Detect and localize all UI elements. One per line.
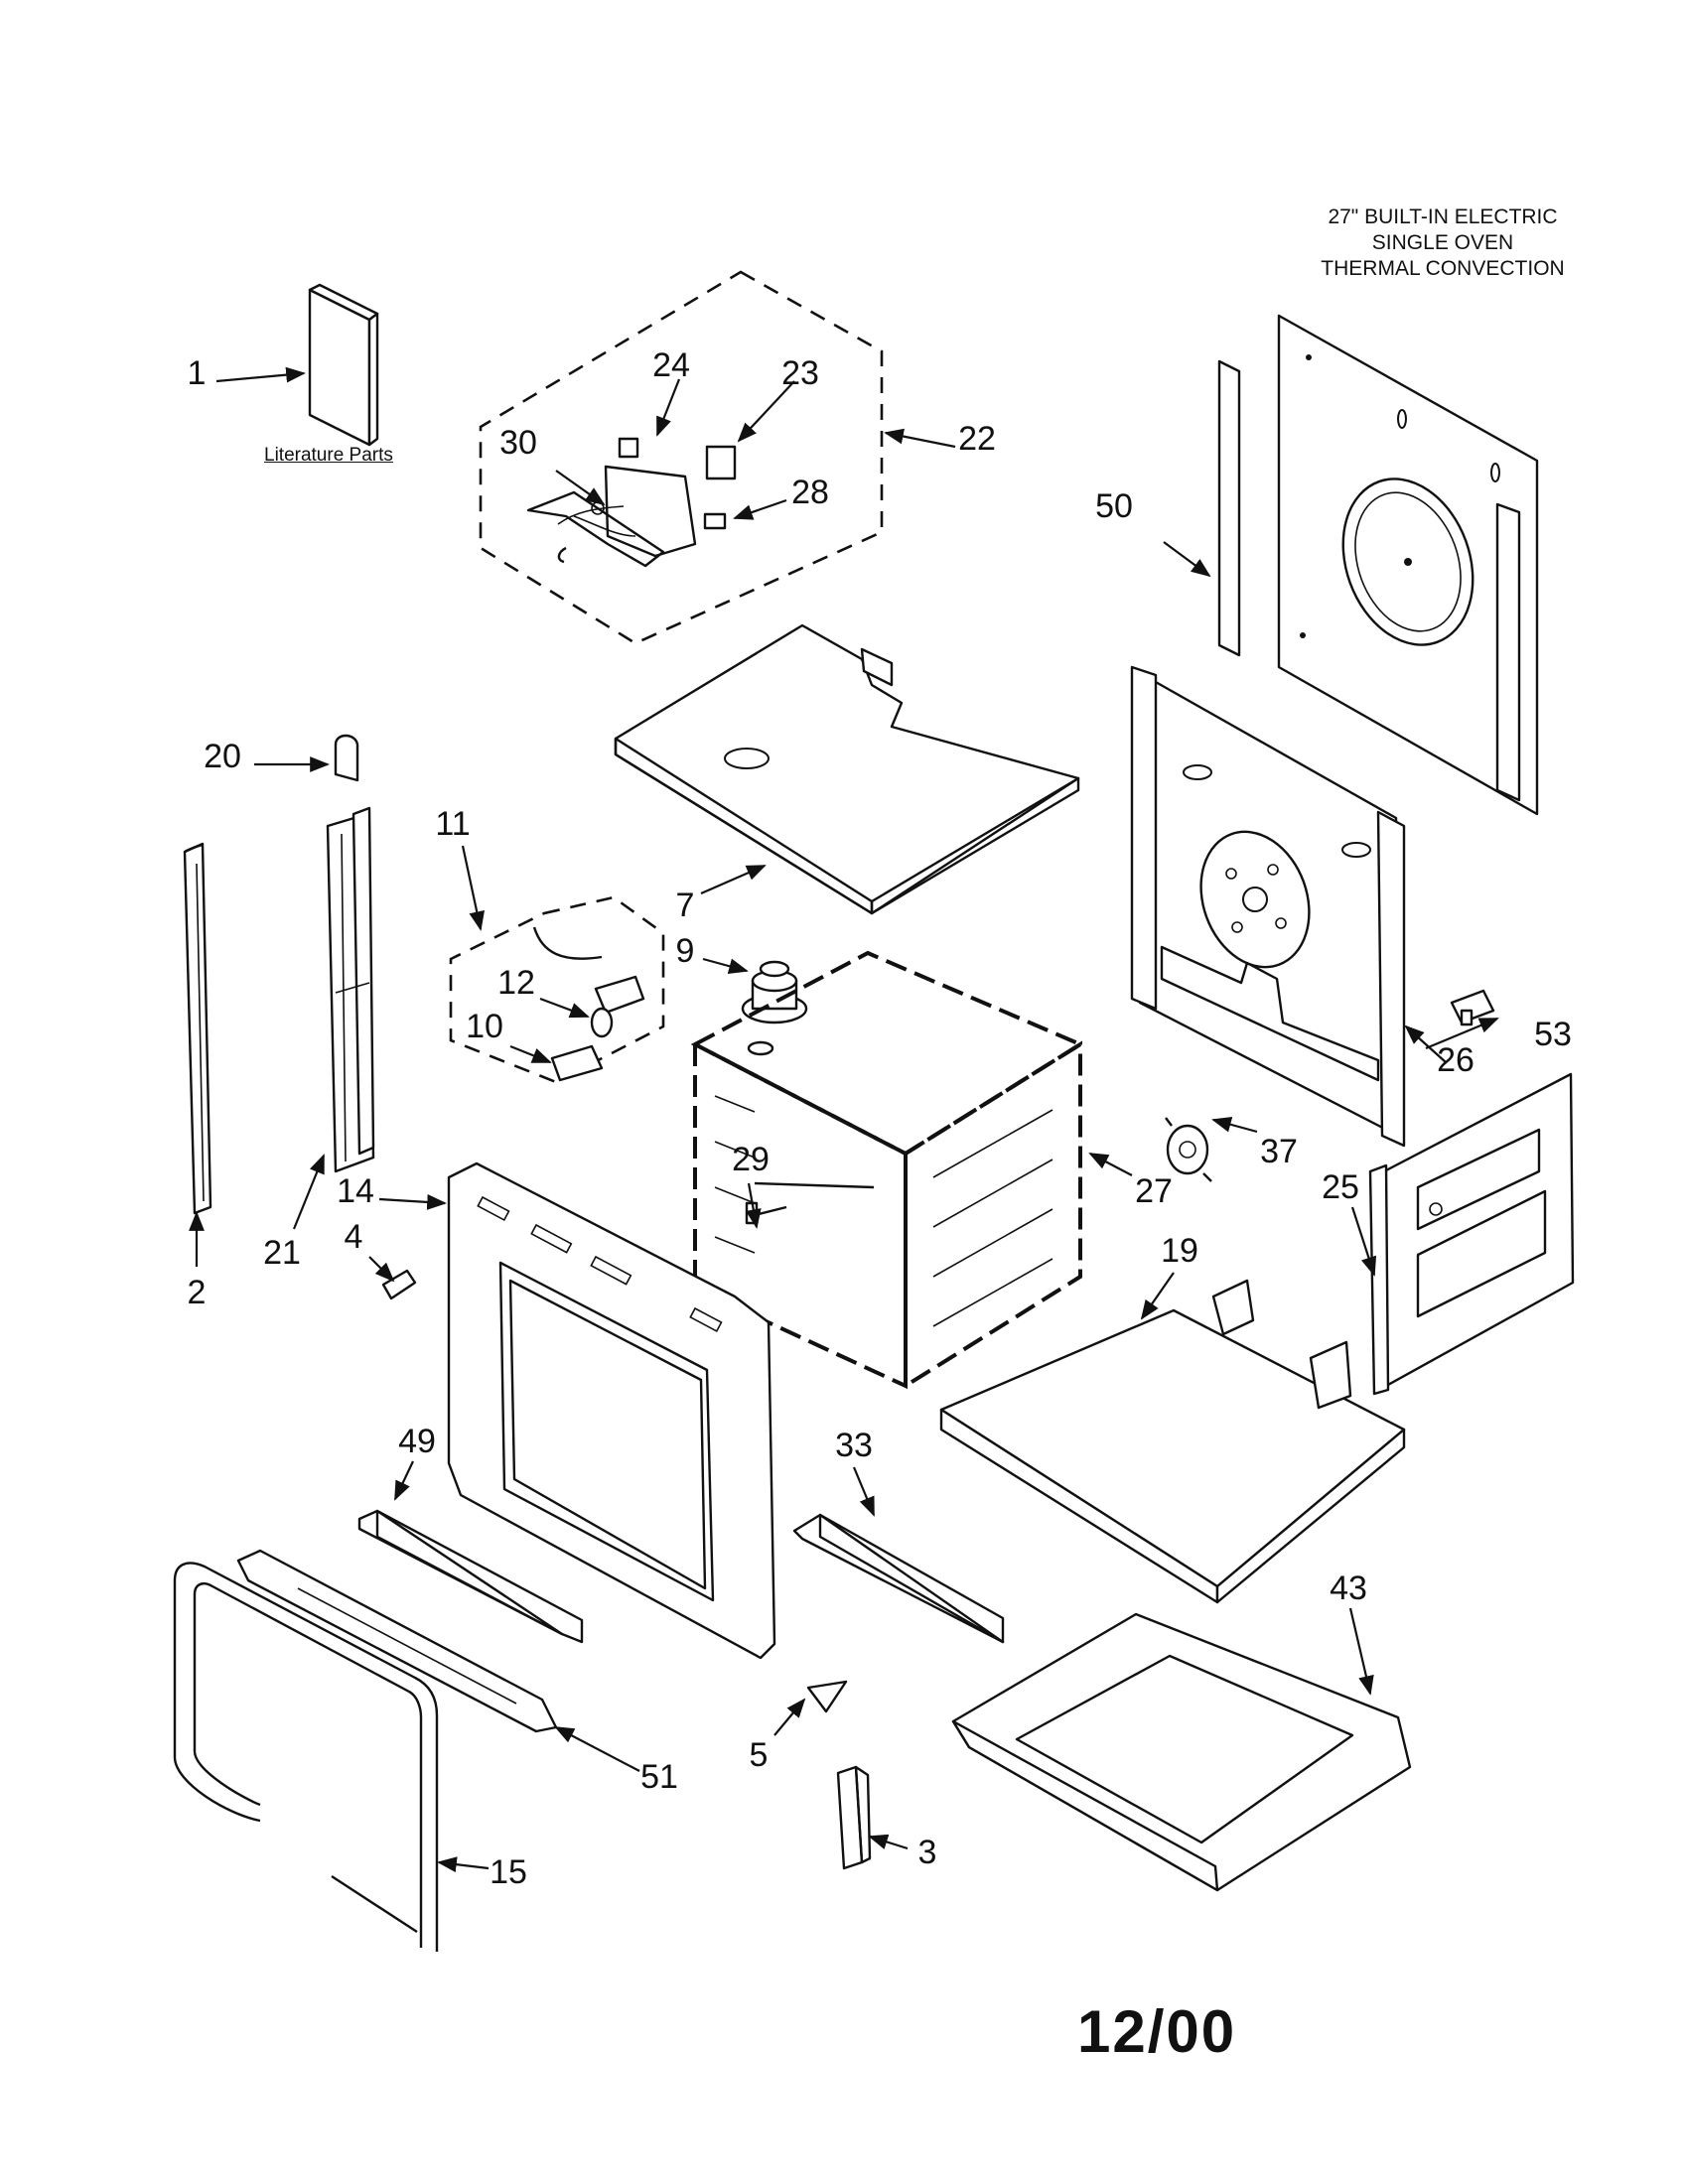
literature-parts-caption: Literature Parts [264,445,393,466]
part-25-back-panel [1368,1072,1575,1396]
diagram-title: 27" BUILT-IN ELECTRIC SINGLE OVEN THERMA… [1289,205,1597,282]
callout-19: 19 [1161,1232,1198,1270]
part-51-vent-trim [236,1549,558,1733]
part-14-front-frame [447,1161,776,1660]
part-9-convection-motor [741,960,808,1024]
date-code: 12/00 [1077,1998,1237,2065]
callout-3: 3 [917,1834,937,1871]
callout-5: 5 [749,1736,769,1774]
part-43-bottom-tray [951,1612,1412,1892]
callout-26: 26 [1437,1041,1474,1079]
part-19-bottom-shelf [939,1279,1406,1604]
part-50-rear-panel [1217,314,1539,816]
callout-22: 22 [958,420,996,458]
callout-25: 25 [1322,1168,1359,1206]
callout-27: 27 [1135,1172,1173,1210]
callout-49: 49 [398,1423,436,1460]
callout-33: 33 [835,1427,873,1464]
part-20-clip [334,734,359,782]
part-4-screw [381,1269,417,1300]
part-2-side-trim [183,842,212,1215]
part-49-front-trim [357,1509,584,1644]
callout-23: 23 [781,354,819,392]
part-33-rail [792,1513,1005,1644]
part-37-gasket [1165,1117,1212,1182]
part-27-oven-liner [690,950,1085,1390]
callout-50: 50 [1095,487,1133,525]
part-1-literature-booklet [308,283,379,447]
part-5-gusset [806,1680,848,1713]
callout-4: 4 [344,1218,363,1256]
leader-arrows [189,366,1499,1872]
callout-21: 21 [263,1234,301,1272]
part-22-control-assembly [479,270,884,645]
part-15-door-gasket [173,1562,439,1952]
part-7-top-panel [614,623,1080,915]
callout-12: 12 [497,964,535,1002]
part-21-side-rail [326,806,375,1173]
callout-28: 28 [791,474,829,511]
callout-1: 1 [187,354,207,392]
callout-43: 43 [1330,1570,1367,1607]
callout-7: 7 [675,887,695,924]
callout-29: 29 [732,1141,770,1178]
title-line-1: 27" BUILT-IN ELECTRIC [1328,205,1558,228]
callout-53: 53 [1534,1016,1572,1053]
callout-9: 9 [675,932,695,970]
part-3-bracket [836,1765,872,1870]
part-26-fan-housing [1130,665,1406,1148]
callout-11: 11 [435,805,471,843]
callout-15: 15 [490,1853,527,1891]
part-11-lamp-assembly [449,895,665,1084]
callout-30: 30 [499,424,537,462]
callout-2: 2 [187,1274,207,1311]
callout-20: 20 [204,738,241,775]
callout-37: 37 [1260,1133,1298,1170]
callout-51: 51 [640,1758,678,1796]
callout-14: 14 [337,1172,374,1210]
part-53-switch [1450,989,1495,1026]
callout-10: 10 [466,1008,503,1045]
title-line-2: SINGLE OVEN [1371,231,1514,254]
title-line-3: THERMAL CONVECTION [1321,257,1565,280]
callout-24: 24 [652,346,690,384]
